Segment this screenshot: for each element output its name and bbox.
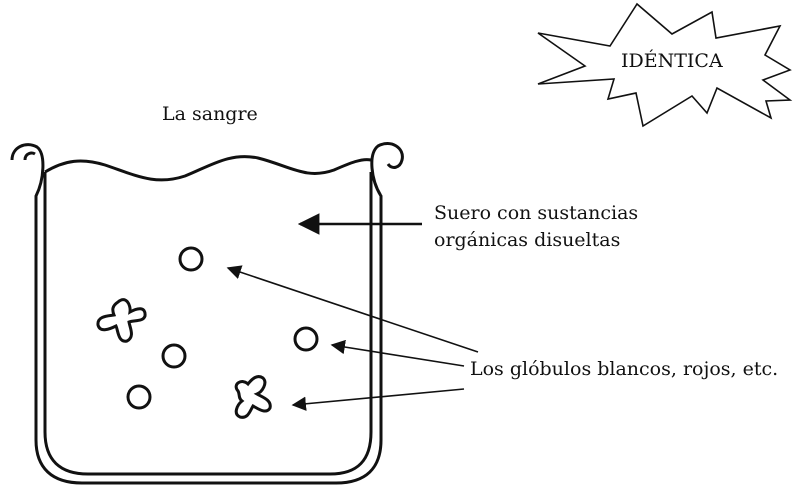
red-cell (163, 345, 185, 367)
stamp-label: IDÉNTICA (621, 48, 723, 75)
serum-label-line-1: Suero con sustancias (434, 200, 638, 227)
serum-label-line-2: orgánicas disueltas (434, 227, 638, 254)
white-cell (98, 300, 145, 342)
cells-label: Los glóbulos blancos, rojos, etc. (470, 356, 778, 383)
arrow-cell-bottom (293, 389, 464, 405)
serum-label: Suero con sustancias orgánicas disueltas (434, 200, 638, 254)
beaker-inner-wall (25, 153, 371, 474)
arrow-cell-middle (332, 345, 464, 366)
red-cell (180, 248, 202, 270)
beaker-outer-wall (12, 144, 402, 483)
liquid-surface (45, 157, 371, 180)
red-cell (295, 328, 317, 350)
arrow-cell-top (228, 268, 478, 352)
red-cell (128, 386, 150, 408)
diagram-title: La sangre (162, 101, 258, 128)
white-cell (236, 377, 270, 418)
